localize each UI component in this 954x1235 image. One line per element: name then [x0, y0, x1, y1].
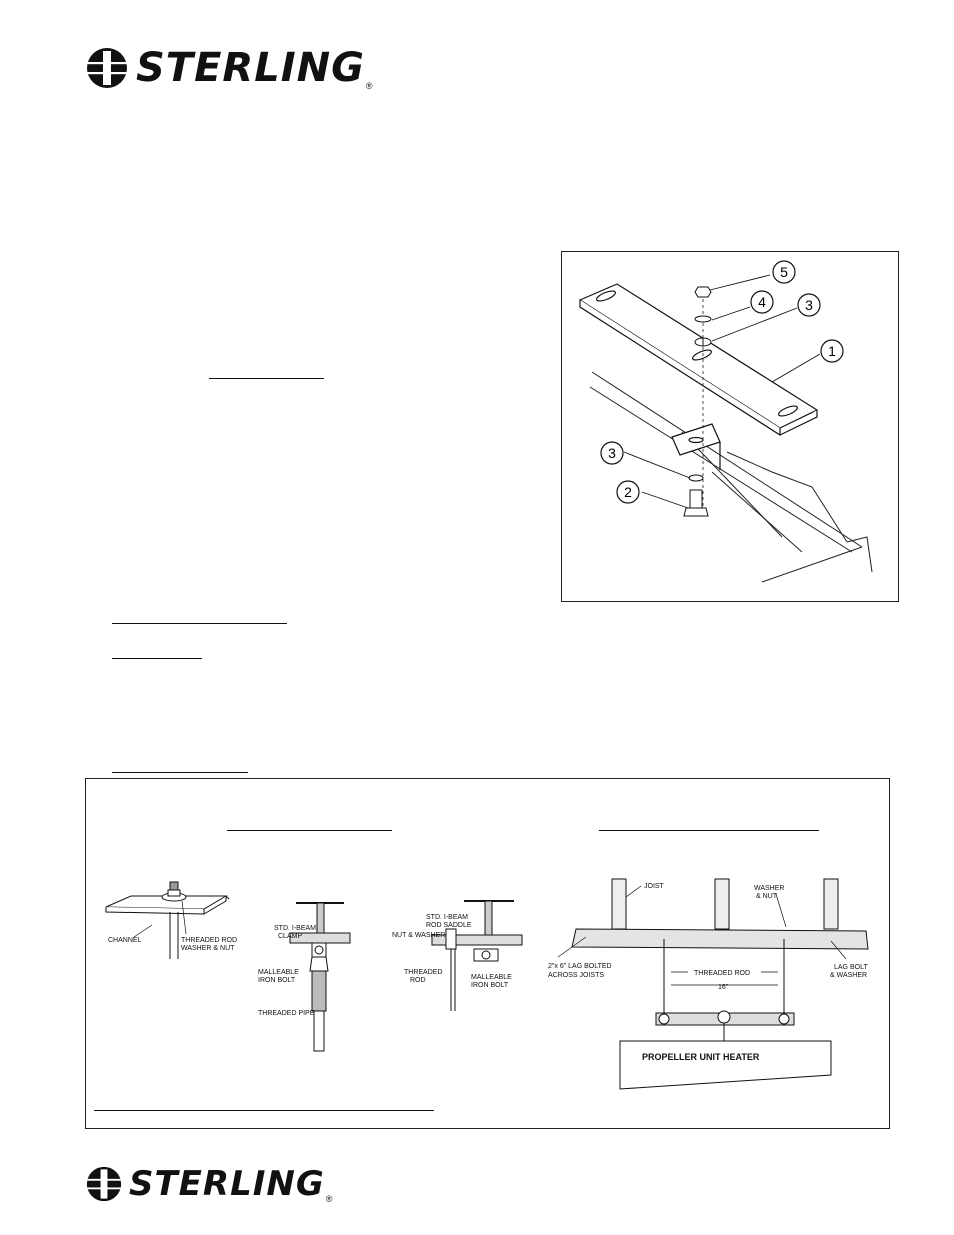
- subheading-underline: [227, 830, 392, 831]
- label-std-ibeam-clamp: STD. I-BEAM: [274, 925, 316, 932]
- suspension-methods-figure: CHANNEL THREADED ROD WASHER & NUT STD. I…: [85, 778, 890, 1129]
- sterling-logo-icon: [86, 48, 128, 88]
- label-joist-nut: & NUT: [756, 893, 778, 900]
- label-lag-bolt: LAG BOLT: [834, 964, 868, 971]
- label-threaded: THREADED: [404, 969, 443, 976]
- bracket-exploded-drawing: 5 4 3 1 3 2: [578, 260, 873, 583]
- label-malleable-2: MALLEABLE: [471, 974, 512, 981]
- label-rod: ROD: [410, 977, 426, 984]
- subheading-underline: [599, 830, 819, 831]
- label-joist: JOIST: [644, 883, 665, 890]
- label-rod-saddle: ROD SADDLE: [426, 922, 472, 929]
- label-iron-bolt-2: IRON BOLT: [471, 982, 509, 989]
- label-channel: CHANNEL: [108, 937, 142, 944]
- label-joist-washer: WASHER: [754, 885, 784, 892]
- heading-underline: [112, 772, 248, 773]
- label-nut-washer: NUT & WASHER: [392, 932, 445, 939]
- caption-underline: [94, 1110, 434, 1111]
- suspension-drawings: CHANNEL THREADED ROD WASHER & NUT STD. I…: [105, 878, 869, 1090]
- registered-mark: ®: [325, 1194, 333, 1204]
- label-malleable: MALLEABLE: [258, 969, 299, 976]
- label-lag-washer: & WASHER: [830, 972, 867, 979]
- callout-5: 5: [780, 264, 788, 280]
- callout-2: 2: [624, 484, 632, 500]
- callout-3-lower: 3: [608, 445, 616, 461]
- footer-logo: STERLING ®: [86, 1164, 332, 1204]
- label-lag-bolted: 2"x 6" LAG BOLTED: [548, 963, 612, 970]
- label-joist-threaded-rod: THREADED ROD: [694, 970, 750, 977]
- label-propeller-heater: PROPELLER UNIT HEATER: [642, 1052, 760, 1062]
- label-std-ibeam-saddle: STD. I-BEAM: [426, 914, 468, 921]
- heading-underline: [209, 378, 324, 379]
- label-threaded-rod: THREADED ROD: [181, 937, 237, 944]
- logo-wordmark: STERLING: [136, 45, 365, 91]
- sterling-logo-icon: [86, 1166, 122, 1202]
- label-across-joists: ACROSS JOISTS: [548, 972, 604, 979]
- label-spacing: 16": [718, 984, 729, 991]
- label-clamp: CLAMP: [278, 933, 302, 940]
- label-washer-nut: WASHER & NUT: [181, 945, 235, 952]
- heading-underline: [112, 623, 287, 624]
- label-threaded-pipe: THREADED PIPE: [258, 1010, 315, 1017]
- callout-4: 4: [758, 294, 766, 310]
- registered-mark: ®: [365, 81, 373, 91]
- label-iron-bolt: IRON BOLT: [258, 977, 296, 984]
- callout-1: 1: [828, 343, 836, 359]
- mounting-bracket-figure: 5 4 3 1 3 2: [561, 251, 899, 602]
- header-logo: STERLING ®: [86, 45, 373, 91]
- logo-wordmark: STERLING: [129, 1164, 325, 1204]
- heading-underline: [112, 658, 202, 659]
- callout-3: 3: [805, 297, 813, 313]
